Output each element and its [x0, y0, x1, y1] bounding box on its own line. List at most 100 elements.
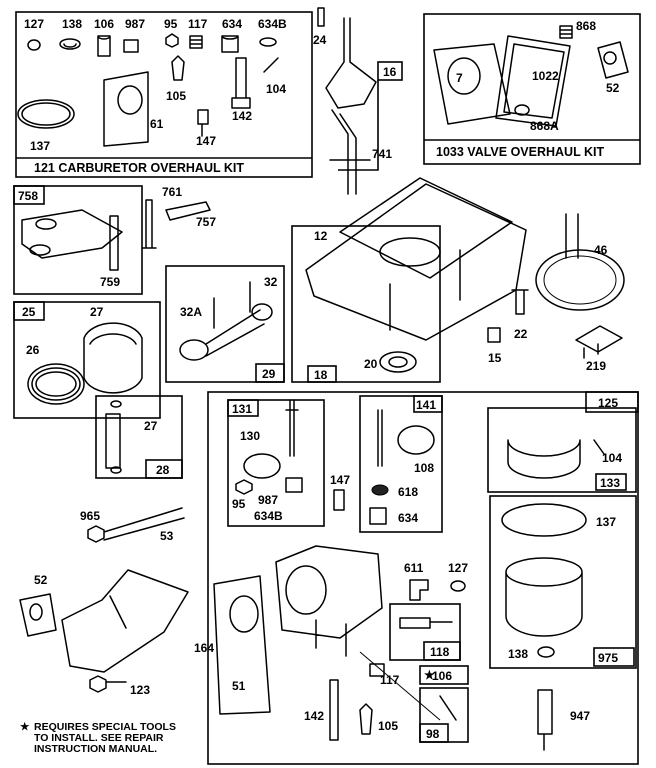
label-634: 634 — [222, 17, 242, 31]
label-18: 18 — [314, 368, 328, 382]
label-142: 142 — [232, 109, 252, 123]
note-line-2: TO INSTALL. SEE REPAIR — [34, 732, 164, 744]
intake-164-part — [61, 569, 189, 673]
connecting-rod-box: 29 32 32A — [165, 265, 285, 383]
label-16-box — [377, 61, 403, 81]
bolt-965-part — [87, 507, 185, 543]
rod-bolts-part — [213, 281, 251, 329]
cap-987-b-part — [285, 477, 303, 493]
gasket-52-part — [597, 41, 629, 79]
pin-104-part — [263, 57, 279, 73]
label-147: 147 — [196, 134, 216, 148]
label-46: 46 — [594, 243, 608, 257]
label-868A: 868A — [530, 119, 559, 133]
label-618: 618 — [398, 485, 418, 499]
label-118: 118 — [430, 645, 450, 659]
pin-104-b-part — [593, 439, 605, 455]
special-tools-star-a: ★ — [424, 668, 435, 682]
label-98: 98 — [426, 727, 440, 741]
bolt-123-part — [89, 675, 127, 693]
note-line-3: INSTRUCTION MANUAL. — [34, 743, 157, 755]
pin-28-part — [105, 413, 121, 469]
piston-25-part — [83, 322, 143, 394]
label-53: 53 — [160, 529, 174, 543]
label-137-b: 137 — [596, 515, 616, 529]
label-52: 52 — [606, 81, 620, 95]
seal-868A-part — [514, 104, 530, 116]
breather-758-box: 758 759 — [13, 185, 143, 295]
label-1022: 1022 — [532, 69, 559, 83]
label-127-b: 127 — [448, 561, 468, 575]
float-133-part — [507, 439, 581, 479]
label-741: 741 — [372, 147, 392, 161]
breather-758-part — [21, 209, 123, 259]
label-32A: 32A — [180, 305, 202, 319]
screw-147-part — [197, 109, 209, 137]
needle-105-part — [171, 55, 185, 81]
gasket-61-part — [103, 71, 149, 147]
label-105: 105 — [166, 89, 186, 103]
key-24-part — [317, 7, 325, 27]
bolt-761-part — [141, 199, 157, 249]
label-29: 29 — [262, 367, 276, 381]
leader-line-106 — [359, 651, 441, 721]
throttle-shaft-131-part — [285, 399, 299, 457]
label-28: 28 — [156, 463, 170, 477]
label-219: 219 — [586, 359, 606, 373]
elbow-611-part — [409, 579, 429, 601]
label-117-b: 117 — [380, 673, 400, 687]
plate-130-part — [243, 453, 281, 479]
label-20: 20 — [364, 357, 378, 371]
label-15: 15 — [488, 351, 502, 365]
rod-757-part — [165, 201, 211, 221]
label-123: 123 — [130, 683, 150, 697]
cam-gear-46-inner — [543, 255, 617, 305]
label-125: 125 — [598, 396, 618, 410]
tube-759-part — [109, 215, 119, 271]
label-108: 108 — [414, 461, 434, 475]
washer-138-b-part — [537, 646, 555, 658]
seal-20-part — [379, 351, 417, 373]
label-759: 759 — [100, 275, 120, 289]
label-761: 761 — [162, 185, 182, 199]
seat-634-part — [221, 35, 239, 53]
label-987-b: 987 — [258, 493, 278, 507]
washer-127-part — [27, 39, 41, 51]
label-7: 7 — [456, 71, 463, 85]
label-634-b: 634 — [398, 511, 418, 525]
screw-95-part — [235, 479, 253, 495]
nut-95-part — [165, 33, 179, 48]
rings-26-outer — [27, 363, 85, 405]
label-27-top: 27 — [90, 305, 104, 319]
washer-634B-part — [259, 37, 277, 47]
label-965: 965 — [80, 509, 100, 523]
label-25: 25 — [22, 305, 36, 319]
valve-overhaul-kit-box: 1033 VALVE OVERHAUL KIT 868 7 1022 52 86… — [423, 13, 641, 165]
sleeve-106-part — [97, 35, 111, 57]
screw-118-part — [399, 617, 453, 629]
label-975: 975 — [598, 651, 618, 665]
label-634B: 634B — [258, 17, 287, 31]
connecting-rod-29-part — [179, 303, 273, 361]
label-138-b: 138 — [508, 647, 528, 661]
needle-142-part — [231, 57, 251, 109]
label-26: 26 — [26, 343, 40, 357]
label-868: 868 — [576, 19, 596, 33]
label-104-b: 104 — [602, 451, 622, 465]
spring-117-part — [189, 35, 203, 49]
plate-108-part — [397, 425, 435, 455]
spring-618-part — [371, 484, 389, 496]
label-138: 138 — [62, 17, 82, 31]
crankshaft-16-part — [325, 17, 377, 195]
solenoid-947-part — [537, 689, 553, 751]
needle-105-b-part — [359, 703, 373, 735]
label-947: 947 — [570, 709, 590, 723]
label-16: 16 — [383, 65, 397, 79]
label-95: 95 — [164, 17, 178, 31]
carburetor-kit-title: 121 CARBURETOR OVERHAUL KIT — [34, 161, 244, 175]
label-127: 127 — [24, 17, 44, 31]
piston-pin-28-box: 28 27 — [95, 395, 183, 479]
label-133: 133 — [600, 476, 620, 490]
label-611: 611 — [404, 561, 424, 575]
